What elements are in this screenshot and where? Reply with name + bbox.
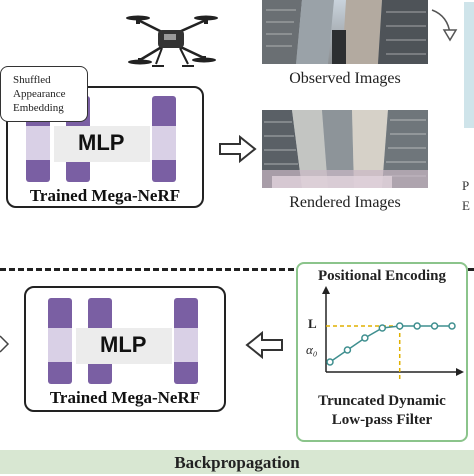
pe-chart xyxy=(322,286,464,382)
data-point xyxy=(361,334,369,342)
embedding-line: Embedding xyxy=(13,102,64,114)
data-point xyxy=(430,322,439,330)
mlp-label: MLP xyxy=(78,130,125,155)
mlp-bar xyxy=(76,328,172,364)
rendered-images xyxy=(262,110,428,188)
left-arrow-icon xyxy=(245,330,283,360)
y-axis-arrow xyxy=(322,286,330,294)
edge-text: P xyxy=(462,178,470,193)
data-point xyxy=(413,322,421,330)
embedding-line: Shuffled xyxy=(13,74,51,86)
positional-encoding-panel: Positional Encoding L α₀ Truncated Dynam… xyxy=(296,262,468,442)
data-point xyxy=(326,358,334,366)
mlp-label: MLP xyxy=(100,332,147,357)
data-point xyxy=(378,324,387,332)
x-axis-arrow xyxy=(456,368,464,376)
pe-subtitle: Truncated Dynamic Low-pass Filter xyxy=(298,392,466,430)
right-arrow-icon xyxy=(219,134,257,164)
mlp-layer xyxy=(152,96,176,182)
data-point xyxy=(448,322,456,330)
mlp-bar xyxy=(54,126,150,162)
data-point xyxy=(343,346,352,354)
pe-subtitle-line: Low-pass Filter xyxy=(331,412,433,428)
curved-arrow-icon xyxy=(431,2,474,128)
trained-mega-nerf-bottom: MLP Trained Mega-NeRF xyxy=(24,286,226,412)
model-title: Trained Mega-NeRF xyxy=(49,388,201,407)
rendered-images-caption: Rendered Images xyxy=(289,194,401,211)
pe-subtitle-line: Truncated Dynamic xyxy=(318,393,446,409)
data-point xyxy=(395,322,404,330)
y-label-top: L xyxy=(308,316,317,331)
edge-text: E xyxy=(462,198,470,213)
section-divider xyxy=(0,268,474,271)
arrow-fragment-icon xyxy=(0,335,10,353)
mlp-layer xyxy=(174,298,198,384)
backpropagation-bar: Backpropagation xyxy=(0,450,474,474)
mlp-layer xyxy=(48,298,72,384)
y-label-bottom: α₀ xyxy=(306,342,318,357)
observed-images xyxy=(262,0,428,64)
drone-icon xyxy=(126,15,218,67)
pe-title: Positional Encoding xyxy=(318,268,446,284)
series-line xyxy=(329,325,452,363)
shuffled-appearance-embedding: Shuffled Appearance Embedding xyxy=(0,66,88,122)
observed-images-caption: Observed Images xyxy=(289,70,401,87)
model-title: Trained Mega-NeRF xyxy=(29,186,181,205)
embedding-line: Appearance xyxy=(13,88,66,100)
